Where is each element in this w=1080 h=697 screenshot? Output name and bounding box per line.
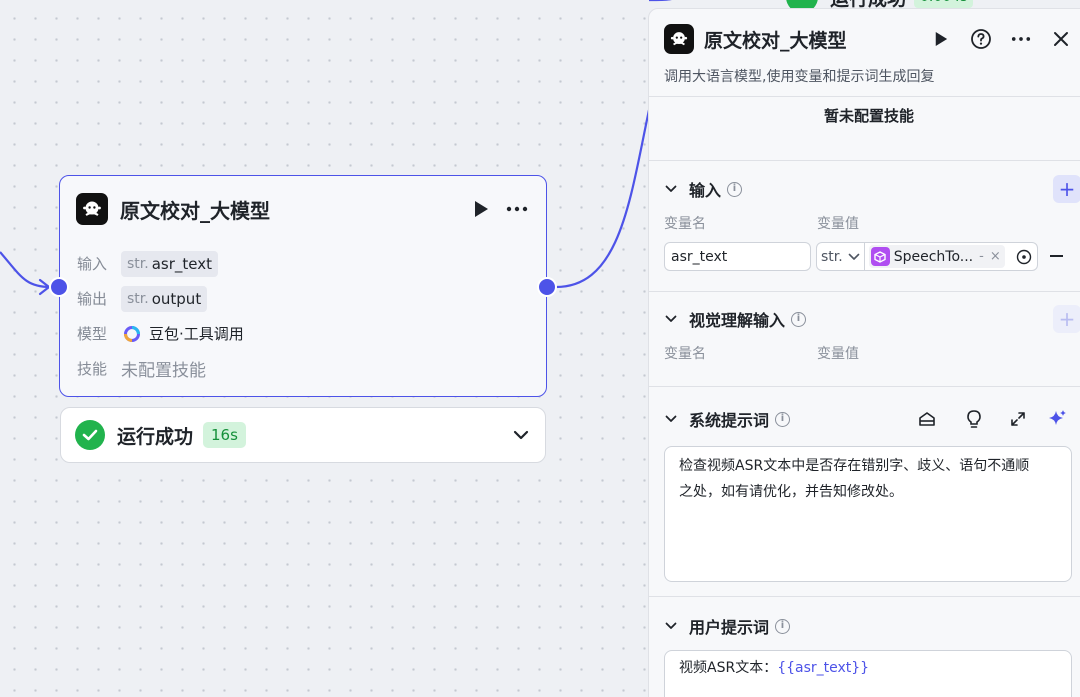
divider (649, 96, 1080, 97)
doubao-logo-icon (123, 325, 141, 343)
clear-x-icon[interactable]: × (989, 249, 1001, 264)
info-icon[interactable]: i (727, 181, 743, 197)
cube-icon (870, 247, 890, 266)
upstream-duration-badge: 0.004s (914, 0, 974, 8)
node-skill-row: 技能 未配置技能 (77, 351, 530, 386)
output-port[interactable] (537, 277, 557, 297)
input-section-header[interactable]: 输入 i + (665, 175, 1080, 203)
node-output-row: 输出 str. output (77, 281, 530, 316)
node-model-row: 模型 豆包·工具调用 (77, 316, 530, 351)
variable-value-reference[interactable]: str. SpeechTo... - × (816, 242, 1038, 271)
node-title: 原文校对_大模型 (120, 198, 270, 223)
node-input-row: 输入 str. asr_text (77, 246, 530, 281)
upstream-status-text: 运行成功 (830, 0, 906, 11)
info-icon[interactable]: i (775, 411, 791, 427)
success-check-icon (75, 420, 105, 450)
variable-name: asr_text (151, 254, 212, 273)
sparkle-icon[interactable] (1046, 408, 1068, 430)
close-icon[interactable] (1048, 26, 1074, 52)
chevron-down-icon[interactable] (665, 622, 677, 630)
user-prompt-variable[interactable]: {{asr_text}} (777, 660, 870, 676)
model-name: 豆包·工具调用 (149, 325, 244, 343)
run-status-text: 运行成功 (117, 425, 194, 448)
reference-chip: SpeechTo... - × (868, 245, 1005, 268)
reference-node-name: SpeechTo... (893, 248, 974, 265)
variable-name: output (151, 289, 202, 308)
skill-label: 技能 (77, 360, 108, 378)
more-dots-icon[interactable] (1008, 26, 1034, 52)
play-icon[interactable] (468, 196, 494, 222)
system-prompt-title: 系统提示词 (689, 411, 770, 430)
vision-section-title: 视觉理解输入 (689, 311, 786, 330)
column-variable-value: 变量值 (817, 346, 859, 362)
prompt-library-icon[interactable] (916, 408, 938, 430)
input-port[interactable] (49, 277, 69, 297)
system-prompt-line-1: 检查视频ASR文本中是否存在错别字、歧义、语句不通顺 (679, 458, 1030, 474)
type-prefix: str. (127, 255, 149, 272)
divider (649, 596, 1080, 597)
variable-name-value: asr_text (671, 248, 728, 265)
llm-node-card[interactable]: 原文校对_大模型 输入 str. asr_text 输出 str. output… (59, 175, 547, 397)
divider (649, 160, 1080, 161)
model-label: 模型 (77, 325, 108, 343)
output-variable-tag: str. output (121, 285, 208, 312)
chevron-down-icon[interactable] (665, 415, 677, 423)
chevron-down-icon[interactable] (665, 185, 677, 193)
robot-head-icon (664, 24, 694, 54)
outgoing-edge (555, 109, 651, 289)
type-prefix: str. (127, 290, 149, 307)
remove-row-icon[interactable] (1050, 255, 1063, 257)
chevron-down-icon[interactable] (513, 430, 529, 440)
user-prompt-title: 用户提示词 (689, 618, 770, 637)
chevron-down-icon[interactable] (665, 315, 677, 323)
robot-head-icon (76, 193, 108, 225)
node-config-panel: 原文校对_大模型 调用大语言模型,使用变量和提示词生成回复 暂未配置技能 输入 … (648, 8, 1080, 697)
variable-name-input[interactable]: asr_text (664, 242, 811, 271)
divider (649, 291, 1080, 292)
input-variable-tag: str. asr_text (121, 250, 218, 277)
run-duration-badge: 16s (203, 422, 246, 448)
info-icon[interactable]: i (791, 311, 807, 327)
input-section-title: 输入 (689, 181, 722, 200)
type-select[interactable]: str. (817, 243, 865, 270)
more-dots-icon[interactable] (504, 196, 530, 222)
divider (649, 386, 1080, 387)
skill-value: 未配置技能 (121, 361, 206, 381)
panel-header: 原文校对_大模型 (664, 23, 1074, 55)
target-icon[interactable] (1016, 249, 1032, 265)
lightbulb-icon[interactable] (963, 408, 985, 430)
system-prompt-editor[interactable]: 检查视频ASR文本中是否存在错别字、歧义、语句不通顺 之处，如有请优化，并告知修… (664, 446, 1072, 582)
type-select-value: str. (821, 248, 843, 265)
run-status-bar[interactable]: 运行成功 16s (60, 407, 546, 463)
node-rows: 输入 str. asr_text 输出 str. output 模型 豆包·工具… (77, 246, 530, 386)
skills-empty-text: 暂未配置技能 (823, 107, 914, 125)
system-prompt-line-2: 之处，如有请优化，并告知修改处。 (679, 484, 903, 500)
user-prompt-prefix: 视频ASR文本： (679, 660, 778, 676)
panel-title: 原文校对_大模型 (704, 29, 847, 52)
input-label: 输入 (77, 255, 108, 273)
play-icon[interactable] (928, 26, 954, 52)
info-icon[interactable]: i (775, 618, 791, 634)
node-header: 原文校对_大模型 (76, 193, 530, 225)
user-prompt-header[interactable]: 用户提示词 i (665, 612, 1073, 640)
column-variable-value: 变量值 (817, 216, 859, 232)
vision-section-header[interactable]: 视觉理解输入 i + (665, 305, 1080, 333)
expand-icon[interactable] (1007, 408, 1029, 430)
model-value: 豆包·工具调用 (121, 323, 244, 344)
question-circle-icon[interactable] (968, 26, 994, 52)
add-vision-input-button[interactable]: + (1053, 305, 1080, 333)
output-label: 输出 (77, 290, 108, 308)
chevron-down-icon (848, 253, 860, 260)
column-variable-name: 变量名 (664, 346, 706, 362)
reference-suffix: - (979, 249, 984, 264)
system-prompt-header[interactable]: 系统提示词 i (665, 405, 1073, 433)
add-input-button[interactable]: + (1053, 175, 1080, 203)
panel-description: 调用大语言模型,使用变量和提示词生成回复 (664, 69, 935, 85)
column-variable-name: 变量名 (664, 216, 706, 232)
incoming-edge (0, 251, 51, 289)
user-prompt-editor[interactable]: 视频ASR文本：{{asr_text}} (664, 650, 1072, 697)
